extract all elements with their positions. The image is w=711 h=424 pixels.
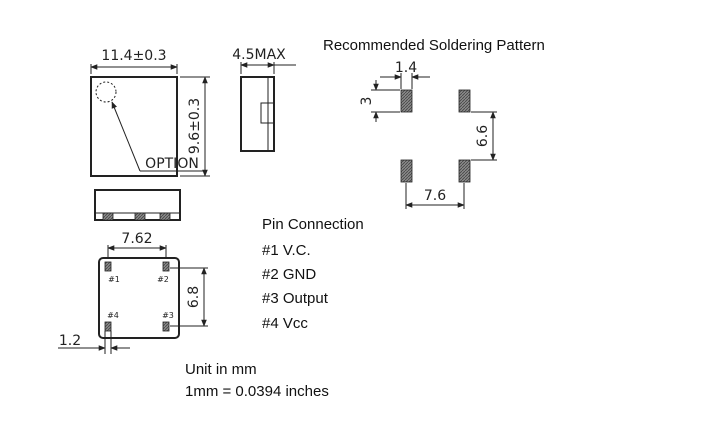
pin-connection: Pin Connection #1 V.C. #2 GND #3 Output …: [262, 216, 364, 332]
pin-label-4: #4: [107, 311, 119, 320]
solder-pad-height-label: 3: [359, 97, 375, 106]
side-view-notch: [260, 102, 275, 124]
option-label: OPTION: [145, 156, 199, 172]
soldering-pattern-title: Recommended Soldering Pattern: [323, 37, 545, 54]
bottom-spacing-x-label: 7.62: [121, 231, 152, 247]
side-view: 4.5MAX: [232, 47, 296, 152]
pin-label-2: #2: [157, 275, 169, 284]
bottom-spacing-y-label: 6.8: [186, 286, 202, 308]
front-pad: [159, 212, 171, 221]
units-note: Unit in mm 1mm = 0.0394 inches: [185, 361, 329, 400]
solder-spacing-y-label: 6.6: [475, 125, 491, 147]
solder-pad: [458, 89, 471, 113]
solder-pad: [458, 159, 471, 183]
bottom-pad-width-label: 1.2: [59, 333, 81, 349]
side-view-body: [240, 76, 275, 152]
solder-pad-width-label: 1.4: [395, 60, 417, 76]
top-view: 11.4±0.3 9.6±0.3 OPTION: [90, 48, 210, 177]
solder-pad: [400, 159, 413, 183]
bottom-pad-4: [104, 321, 112, 332]
solder-spacing-x-label: 7.6: [424, 188, 446, 204]
pin-connection-item: #2 GND: [262, 266, 316, 283]
soldering-pattern: Recommended Soldering Pattern 1.4 3 6.6 …: [323, 37, 545, 209]
option-circle: [95, 81, 117, 103]
pin-connection-item: #4 Vcc: [262, 315, 308, 332]
pin-connection-item: #3 Output: [262, 290, 329, 307]
bottom-pad-2: [162, 261, 170, 272]
front-pad: [102, 212, 114, 221]
units-line-1: Unit in mm: [185, 361, 257, 378]
front-view: [94, 189, 181, 221]
pin-connection-item: #1 V.C.: [262, 242, 311, 259]
top-view-body: [90, 76, 178, 177]
top-height-label: 9.6±0.3: [187, 98, 203, 154]
solder-pad: [400, 89, 413, 113]
bottom-pad-1: [104, 261, 112, 272]
option-leader: [111, 101, 141, 172]
pin-label-3: #3: [162, 311, 174, 320]
top-width-label: 11.4±0.3: [101, 48, 166, 64]
bottom-pad-3: [162, 321, 170, 332]
front-pad: [134, 212, 146, 221]
pin-label-1: #1: [108, 275, 120, 284]
bottom-view-body: [98, 257, 180, 339]
units-line-2: 1mm = 0.0394 inches: [185, 383, 329, 400]
side-max-label: 4.5MAX: [232, 47, 286, 63]
pin-connection-title: Pin Connection: [262, 216, 364, 233]
bottom-view: #1 #2 #3 #4 7.62 6.8 1.2: [58, 231, 208, 354]
